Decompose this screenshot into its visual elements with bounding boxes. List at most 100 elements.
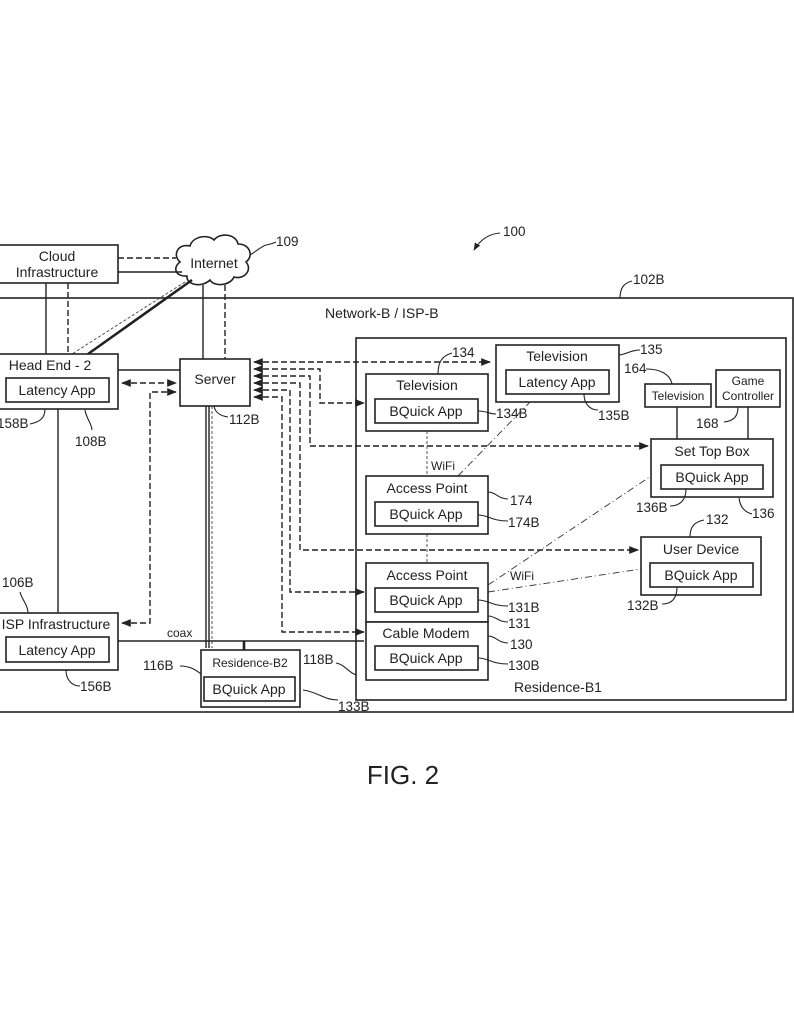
svg-text:ISP Infrastructure: ISP Infrastructure — [2, 616, 111, 632]
tv-134-app-ref-leader — [477, 410, 497, 415]
svg-text:100: 100 — [503, 224, 526, 239]
game-controller[interactable]: Game Controller — [715, 369, 781, 408]
head-end-latency-app[interactable] — [5, 377, 110, 403]
ap-174-app-ref-leader — [477, 514, 509, 522]
figure-label: FIG. 2 — [367, 760, 439, 790]
residence-b1-label: Residence-B1 — [514, 679, 602, 695]
network-label: Network-B / ISP-B — [325, 305, 439, 321]
residence-link-ref: 118B — [303, 652, 334, 667]
ap-131-app-ref: 131B — [508, 600, 540, 615]
svg-text:Latency App: Latency App — [18, 382, 95, 398]
game-controller-ref-leader — [723, 406, 739, 423]
wifi-label-1: WiFi — [431, 459, 455, 473]
ap-174-app-ref: 174B — [508, 515, 540, 530]
head-end-app-ref-leader — [29, 408, 46, 425]
tv-135-app-ref-leader — [583, 393, 599, 411]
modem-app-ref-leader — [477, 657, 509, 665]
coax-label: coax — [167, 626, 192, 640]
modem-app-ref: 130B — [508, 658, 540, 673]
svg-text:User Device: User Device — [663, 541, 739, 557]
ap-174-ref-leader — [487, 491, 509, 500]
ap-131-app-ref-leader — [477, 599, 509, 607]
server-ref-leader — [213, 405, 229, 418]
user-device[interactable]: User Device BQuick App — [640, 536, 762, 596]
svg-text:BQuick App: BQuick App — [389, 592, 462, 608]
wifi-label-2: WiFi — [510, 569, 534, 583]
svg-text:BQuick App: BQuick App — [389, 506, 462, 522]
svg-text:Head End - 2: Head End - 2 — [9, 357, 92, 373]
user-device-app-ref-leader — [661, 586, 678, 605]
svg-text:Residence-B2: Residence-B2 — [212, 656, 288, 670]
access-point-174[interactable]: Access Point BQuick App — [365, 475, 489, 535]
svg-text:BQuick App: BQuick App — [664, 567, 737, 583]
ap-131-ref: 131 — [508, 616, 531, 631]
modem-ref: 130 — [510, 637, 533, 652]
residence-b2-bquick-app[interactable] — [203, 676, 296, 702]
tv-135-ref-leader — [618, 349, 641, 356]
tv-135-app-ref: 135B — [598, 408, 630, 423]
residence-b2-ref-leader — [179, 665, 202, 675]
residence-b2-ref: 116B — [143, 658, 174, 673]
link-server-ap131 — [253, 386, 365, 596]
cable-modem[interactable]: Cable Modem BQuick App — [365, 621, 489, 681]
user-device-ref: 132 — [706, 512, 729, 527]
internet-cloud[interactable]: Internet — [175, 234, 251, 286]
user-device-ref-leader — [689, 519, 705, 538]
stb-app-ref-leader — [669, 488, 687, 507]
tv-134-bquick-app[interactable] — [374, 398, 479, 424]
ap-131-bquick-app[interactable] — [374, 587, 479, 613]
tv-164-ref-leader — [645, 368, 673, 385]
isp-ref-leader — [19, 591, 29, 614]
svg-text:BQuick App: BQuick App — [389, 403, 462, 419]
network-ref-leader — [619, 280, 633, 299]
server-ref: 112B — [229, 412, 260, 427]
svg-text:Access Point: Access Point — [387, 480, 468, 496]
server[interactable]: Server — [179, 358, 251, 407]
svg-text:Cable Modem: Cable Modem — [382, 625, 469, 641]
ap-174-bquick-app[interactable] — [374, 501, 479, 527]
tv-134-ref: 134 — [452, 345, 475, 360]
cloud-infrastructure[interactable]: Cloud Infrastructure — [0, 244, 119, 284]
ap-174-ref: 174 — [510, 493, 533, 508]
stb-bquick-app[interactable] — [660, 464, 764, 490]
svg-text:Game: Game — [732, 374, 765, 388]
svg-text:Internet: Internet — [190, 255, 238, 271]
tv-135-latency-app[interactable] — [505, 369, 610, 395]
tv-135-ref: 135 — [640, 342, 663, 357]
isp-ref: 106B — [2, 575, 34, 590]
link-internet-headend — [87, 278, 193, 356]
svg-text:Access Point: Access Point — [387, 567, 468, 583]
head-end-ref: 108B — [75, 434, 107, 449]
residence-b1-frame — [355, 337, 787, 701]
television-164[interactable]: Television — [644, 383, 712, 408]
television-135[interactable]: Television Latency App — [495, 344, 620, 403]
svg-text:Television: Television — [396, 377, 457, 393]
internet-ref: 109 — [276, 234, 299, 249]
user-device-app-ref: 132B — [627, 598, 659, 613]
system-reference: 100 — [473, 224, 526, 251]
wifi-ap174-tv135 — [457, 401, 531, 477]
head-end-app-ref: 158B — [0, 416, 29, 431]
stb-ref-leader — [738, 497, 753, 515]
user-device-bquick-app[interactable] — [649, 562, 754, 588]
svg-text:Set Top Box: Set Top Box — [674, 443, 749, 459]
network-ref: 102B — [633, 272, 665, 287]
network-b-frame — [0, 297, 794, 713]
svg-text:Television: Television — [652, 389, 705, 403]
head-end-2[interactable]: Head End - 2 Latency App — [0, 353, 119, 410]
svg-text:Latency App: Latency App — [518, 374, 595, 390]
residence-b2[interactable]: Residence-B2 BQuick App — [200, 649, 301, 708]
television-134[interactable]: Television BQuick App — [365, 373, 489, 432]
server-fanout-links — [253, 358, 649, 636]
wifi-ap131-user-device — [487, 568, 642, 593]
svg-text:Infrastructure: Infrastructure — [16, 264, 99, 280]
access-point-131[interactable]: Access Point BQuick App — [365, 562, 489, 623]
isp-latency-app[interactable] — [5, 636, 110, 663]
internet-ref-leader — [249, 241, 277, 256]
set-top-box[interactable]: Set Top Box BQuick App — [650, 438, 774, 498]
residence-b2-app-ref: 133B — [338, 699, 370, 714]
isp-infrastructure[interactable]: ISP Infrastructure Latency App — [0, 612, 119, 671]
ap-131-ref-leader — [487, 615, 509, 623]
wifi-ap131-stb — [487, 475, 652, 586]
stb-app-ref: 136B — [636, 500, 668, 515]
